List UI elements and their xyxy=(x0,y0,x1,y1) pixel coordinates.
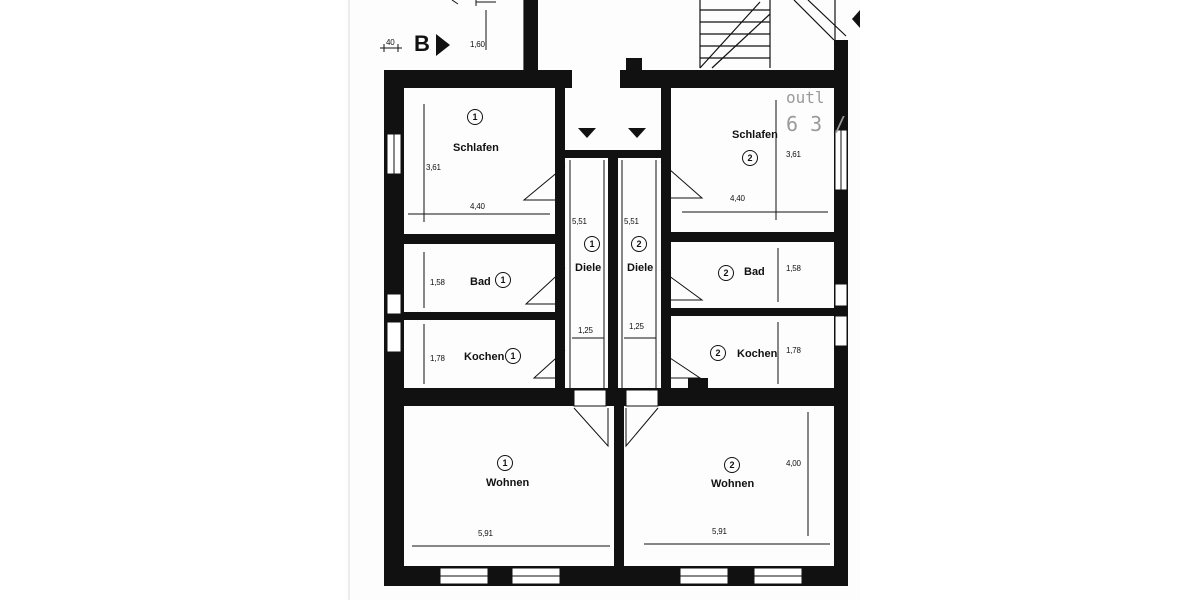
room-label-bad-2: Bad xyxy=(744,266,765,278)
door-kochen2 xyxy=(660,351,702,379)
door-swings xyxy=(522,161,704,448)
room-label-schlafen-2: Schlafen xyxy=(732,129,778,141)
unit-number: 2 xyxy=(724,457,740,473)
wall-left-h1 xyxy=(404,234,555,244)
paper-scan xyxy=(345,0,860,600)
wall-mid-h xyxy=(404,388,834,406)
arrow-unit2 xyxy=(628,128,646,138)
door-kochen1 xyxy=(532,349,566,379)
dim-label: 4,00 xyxy=(786,459,801,468)
staircase xyxy=(523,0,847,70)
dim-label: 5,91 xyxy=(712,527,727,536)
dim-label: 4,40 xyxy=(470,202,485,211)
diele-top-wall-r xyxy=(618,150,661,158)
wall-right-h1 xyxy=(671,232,834,242)
dim-label: 4,40 xyxy=(730,194,745,203)
window-left-bad xyxy=(386,293,402,315)
wall-bottom xyxy=(384,566,848,586)
door-wohnen1 xyxy=(573,407,609,448)
door-wohnen2 xyxy=(625,407,659,448)
room-label-schlafen-1: Schlafen xyxy=(453,142,499,154)
unit-number: 2 xyxy=(718,265,734,281)
wall-top-left xyxy=(384,70,572,88)
section-dim-right: 1,60 xyxy=(470,40,485,49)
section-marker-arrow xyxy=(436,34,450,56)
window-left-kochen xyxy=(386,321,402,353)
dim-label: 3,61 xyxy=(786,150,801,159)
door-bad1 xyxy=(524,267,566,305)
diele-corridor-lines xyxy=(569,160,657,388)
dim-label: 1,58 xyxy=(786,264,801,273)
unit-number: 2 xyxy=(631,236,647,252)
dim-label: 1,58 xyxy=(430,278,445,287)
section-dim-left: 40 xyxy=(386,38,395,47)
unit-number: 2 xyxy=(742,150,758,166)
room-label-kochen-1: Kochen xyxy=(464,351,505,363)
chimney xyxy=(626,58,642,70)
door-schlafen2 xyxy=(660,161,704,199)
dim-label: 1,25 xyxy=(578,326,593,335)
window-right-bad xyxy=(834,283,848,307)
dimension-lines xyxy=(408,100,830,547)
header-scraps xyxy=(380,0,496,52)
unit-number: 1 xyxy=(505,348,521,364)
room-label-kochen-2: Kochen xyxy=(737,348,778,360)
unit-number: 1 xyxy=(584,236,600,252)
unit-number: 1 xyxy=(497,455,513,471)
room-label-wohnen-2: Wohnen xyxy=(711,478,755,490)
wall-left-h2 xyxy=(404,312,555,320)
interior-walls xyxy=(404,88,834,566)
unit-number: 1 xyxy=(495,272,511,288)
section-marker-letter: B xyxy=(414,31,430,56)
dim-label: 5,91 xyxy=(478,529,493,538)
room-label-diele-1: Diele xyxy=(575,262,602,274)
room-label-bad-1: Bad xyxy=(470,276,491,288)
kochen-vent xyxy=(688,378,708,388)
room-label-diele-2: Diele xyxy=(627,262,654,274)
dim-label: 1,78 xyxy=(430,354,445,363)
diele-top-wall-l xyxy=(565,150,608,158)
room-label-wohnen-1: Wohnen xyxy=(486,477,530,489)
stamp-line-2: 6 3 / xyxy=(786,112,847,136)
entrance-arrows xyxy=(578,128,646,138)
window-mullions xyxy=(393,130,842,577)
door-schlafen1 xyxy=(522,165,566,201)
unit-number: 2 xyxy=(710,345,726,361)
wall-diele-center xyxy=(608,150,618,390)
wall-wohnen-split xyxy=(614,406,624,566)
stamp-line-1: outl xyxy=(786,88,825,107)
door-frame-wohnen2 xyxy=(625,389,659,407)
wall-right-h2 xyxy=(671,308,834,316)
wall-schlafen1-diele xyxy=(555,88,565,390)
dim-label: 3,61 xyxy=(426,163,441,172)
wall-top-right xyxy=(620,70,846,88)
door-bad2 xyxy=(660,269,704,301)
stair-wall xyxy=(524,0,538,70)
dim-label: 5,51 xyxy=(572,217,587,226)
arrow-unit1 xyxy=(578,128,596,138)
wall-schlafen2-diele xyxy=(661,88,671,390)
dim-label: 5,51 xyxy=(624,217,639,226)
door-frame-wohnen1 xyxy=(573,389,607,407)
edge-marker-arrow xyxy=(852,10,860,28)
window-right-kochen xyxy=(834,315,848,347)
unit-number: 1 xyxy=(467,109,483,125)
dim-label: 1,78 xyxy=(786,346,801,355)
dim-label: 1,25 xyxy=(629,322,644,331)
